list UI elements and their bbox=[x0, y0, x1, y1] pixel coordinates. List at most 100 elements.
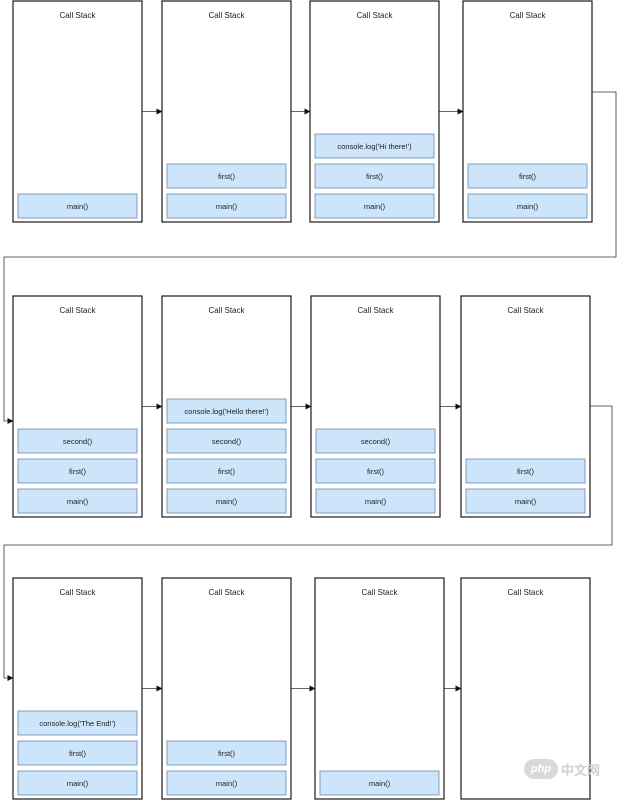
stack-frame-label: console.log('The End!') bbox=[39, 719, 116, 728]
call-stack-panel: Call Stack main() bbox=[314, 577, 445, 800]
row-wrap-arrow bbox=[3, 405, 613, 681]
stack-frame: second() bbox=[315, 428, 436, 454]
stack-frame-label: first() bbox=[519, 172, 537, 181]
stack-frame-box bbox=[17, 428, 138, 454]
stack-frame-label: first() bbox=[367, 467, 385, 476]
php-watermark: php 中文网 bbox=[524, 758, 614, 780]
stack-frame-label: first() bbox=[69, 467, 87, 476]
call-stack-panel: Call Stack main() first() console.log('The … bbox=[12, 577, 143, 800]
stack-frame: second() bbox=[17, 428, 138, 454]
call-stack-panel: Call Stack main() first() bbox=[462, 0, 593, 223]
stack-frame: main() bbox=[166, 193, 287, 219]
stack-frame-box bbox=[17, 710, 138, 736]
stack-frame: first() bbox=[166, 740, 287, 766]
stack-frame-label: main() bbox=[369, 779, 391, 788]
panel-title: Call Stack bbox=[59, 306, 96, 315]
call-stack-panel: Call Stack main() first() second() console.l… bbox=[161, 295, 292, 518]
call-stack-panel: Call Stack main() first() second() bbox=[310, 295, 441, 518]
stack-frame-label: console.log('Hello there!') bbox=[184, 407, 269, 416]
panel-title: Call Stack bbox=[59, 11, 96, 20]
stack-frame: console.log('The End!') bbox=[17, 710, 138, 736]
stack-frame-box bbox=[465, 488, 586, 514]
panel-title: Call Stack bbox=[59, 588, 96, 597]
stack-frame-box bbox=[166, 193, 287, 219]
stack-frame: main() bbox=[17, 770, 138, 796]
stack-frame-label: main() bbox=[67, 202, 89, 211]
stack-frame-box bbox=[315, 428, 436, 454]
panel-frame bbox=[161, 0, 292, 223]
panel-title: Call Stack bbox=[507, 306, 544, 315]
stack-frame-label: main() bbox=[515, 497, 537, 506]
stack-frame: main() bbox=[166, 488, 287, 514]
panel-frame bbox=[309, 0, 440, 223]
stack-frame-label: first() bbox=[218, 172, 236, 181]
row-wrap-arrow bbox=[3, 91, 617, 424]
call-stack-panel: Call Stack main() first() bbox=[460, 295, 591, 518]
php-logo-icon: php bbox=[524, 759, 558, 779]
panel-title: Call Stack bbox=[208, 306, 245, 315]
stack-frame: first() bbox=[315, 458, 436, 484]
stack-frame-box bbox=[314, 133, 435, 159]
panel-title: Call Stack bbox=[509, 11, 546, 20]
panel-frame bbox=[12, 295, 143, 518]
stack-frame: first() bbox=[17, 740, 138, 766]
stack-frame-box bbox=[17, 770, 138, 796]
stack-frame-label: first() bbox=[218, 467, 236, 476]
stack-frame: first() bbox=[465, 458, 586, 484]
stack-frame: main() bbox=[465, 488, 586, 514]
stack-frame: first() bbox=[467, 163, 588, 189]
stack-frame: first() bbox=[17, 458, 138, 484]
stack-frame-box bbox=[467, 193, 588, 219]
call-stack-panel: Call Stack main() bbox=[12, 0, 143, 223]
panel-title: Call Stack bbox=[361, 588, 398, 597]
panel-title: Call Stack bbox=[356, 11, 393, 20]
stack-frame-label: first() bbox=[517, 467, 535, 476]
stack-frame-box bbox=[17, 740, 138, 766]
stack-frame: main() bbox=[315, 488, 436, 514]
call-stack-panel: Call Stack main() first() bbox=[161, 577, 292, 800]
stack-frame-label: second() bbox=[361, 437, 391, 446]
stack-frame-box bbox=[314, 193, 435, 219]
stack-frame-box bbox=[166, 458, 287, 484]
stack-frame-box bbox=[17, 193, 138, 219]
stack-frame-label: main() bbox=[216, 497, 238, 506]
panel-title: Call Stack bbox=[357, 306, 394, 315]
stack-frame-label: first() bbox=[366, 172, 384, 181]
stack-frame-box bbox=[315, 458, 436, 484]
stack-frame-label: second() bbox=[212, 437, 242, 446]
stack-frame: console.log('Hello there!') bbox=[166, 398, 287, 424]
panel-title: Call Stack bbox=[208, 588, 245, 597]
stack-frame: main() bbox=[319, 770, 440, 796]
stack-frame-box bbox=[166, 488, 287, 514]
stack-frame-box bbox=[465, 458, 586, 484]
stack-frame-label: main() bbox=[216, 202, 238, 211]
stack-frame-label: main() bbox=[67, 779, 89, 788]
stack-frame-box bbox=[319, 770, 440, 796]
stack-frame-box bbox=[467, 163, 588, 189]
stack-frame-label: first() bbox=[69, 749, 87, 758]
stack-frame: main() bbox=[314, 193, 435, 219]
stack-frame-label: main() bbox=[67, 497, 89, 506]
stack-frame: main() bbox=[166, 770, 287, 796]
panel-title: Call Stack bbox=[507, 588, 544, 597]
stack-frame-box bbox=[315, 488, 436, 514]
stack-frame-label: main() bbox=[517, 202, 539, 211]
stack-frame: main() bbox=[467, 193, 588, 219]
stack-frame: first() bbox=[166, 163, 287, 189]
stack-frame-label: second() bbox=[63, 437, 93, 446]
stack-frame-label: main() bbox=[216, 779, 238, 788]
stack-frame: first() bbox=[166, 458, 287, 484]
stack-frame-box bbox=[166, 740, 287, 766]
panel-frame bbox=[310, 295, 441, 518]
watermark-text: 中文网 bbox=[561, 763, 601, 779]
stack-frame-label: main() bbox=[365, 497, 387, 506]
stack-frame-box bbox=[17, 458, 138, 484]
panel-frame bbox=[462, 0, 593, 223]
panel-frame bbox=[314, 577, 445, 800]
stack-frame: main() bbox=[17, 193, 138, 219]
stack-frame: first() bbox=[314, 163, 435, 189]
stack-frame-label: main() bbox=[364, 202, 386, 211]
